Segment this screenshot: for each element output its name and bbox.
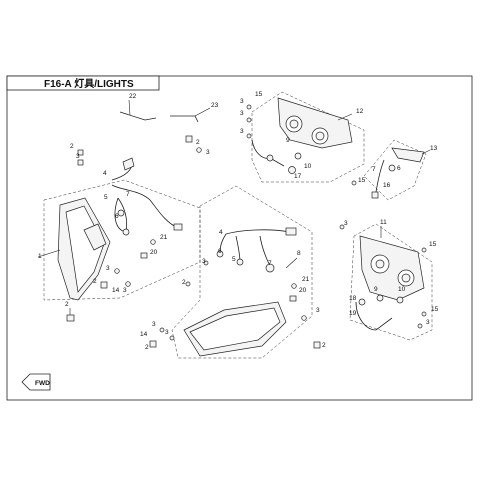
callout-14: 14 (112, 287, 120, 294)
callout-3: 3 (426, 319, 430, 326)
callout-2: 2 (65, 301, 69, 308)
lamp-assembly-11 (339, 223, 433, 341)
callout-15: 15 (255, 91, 263, 98)
callout-6: 6 (218, 248, 222, 255)
callout-6: 6 (397, 165, 401, 172)
callout-22: 22 (129, 93, 137, 100)
lamp-housing-12 (277, 97, 353, 149)
callout-2: 2 (182, 279, 186, 286)
callout-4: 4 (103, 170, 107, 177)
callout-11: 11 (380, 219, 387, 226)
fwd-arrow: FWD (21, 373, 51, 391)
callout-18: 18 (349, 295, 357, 302)
callout-3: 3 (240, 128, 244, 135)
callout-3: 3 (123, 287, 127, 294)
callout-7: 7 (126, 191, 130, 198)
callout-20: 20 (299, 287, 307, 294)
callout-15: 15 (358, 177, 366, 184)
callout-13: 13 (430, 145, 438, 152)
marker-lens-13 (391, 147, 425, 163)
callout-3: 3 (206, 149, 210, 156)
callout-3: 3 (165, 329, 169, 336)
callout-15: 15 (429, 241, 437, 248)
callout-9: 9 (374, 286, 378, 293)
callout-15: 15 (431, 306, 439, 313)
headlight-left-group (37, 99, 211, 322)
callout-2: 2 (322, 342, 326, 349)
callout-14: 14 (140, 331, 148, 338)
callout-3: 3 (316, 307, 320, 314)
fwd-arrow-icon (21, 373, 51, 391)
callout-10: 10 (304, 163, 312, 170)
callout-3: 3 (344, 220, 348, 227)
callout-1: 1 (38, 253, 42, 260)
callout-3: 3 (76, 153, 80, 160)
callout-3: 3 (152, 321, 156, 328)
callout-3: 3 (240, 110, 244, 117)
callout-9: 9 (286, 137, 290, 144)
callout-23: 23 (211, 102, 219, 109)
callout-17: 17 (294, 173, 302, 180)
callout-20: 20 (150, 249, 158, 256)
fwd-label: FWD (35, 380, 50, 387)
callout-3: 3 (240, 98, 244, 105)
callout-16: 16 (383, 182, 391, 189)
callout-10: 10 (398, 286, 406, 293)
callout-3: 3 (202, 258, 206, 265)
center-headlight-group (149, 185, 321, 359)
callout-12: 12 (356, 108, 364, 115)
side-marker-13 (351, 139, 431, 201)
callout-19: 19 (349, 310, 357, 317)
callout-2: 2 (145, 344, 149, 351)
title-box (6, 75, 160, 91)
diagram-title: F16-A 灯具/LIGHTS (44, 77, 134, 90)
clip-fastener (77, 149, 84, 156)
callout-7: 7 (268, 260, 272, 267)
callout-5: 5 (104, 194, 108, 201)
callout-3: 3 (106, 265, 110, 272)
callout-5: 5 (232, 256, 236, 263)
callout-6: 6 (115, 213, 119, 220)
callout-2: 2 (196, 139, 200, 146)
lamp-assembly-12 (246, 91, 365, 183)
callout-7: 7 (372, 166, 376, 173)
callout-21: 21 (160, 234, 168, 241)
callout-8: 8 (297, 250, 301, 257)
callout-2: 2 (70, 143, 74, 150)
callout-2: 2 (93, 278, 97, 285)
callout-21: 21 (302, 276, 310, 283)
callout-4: 4 (219, 229, 223, 236)
